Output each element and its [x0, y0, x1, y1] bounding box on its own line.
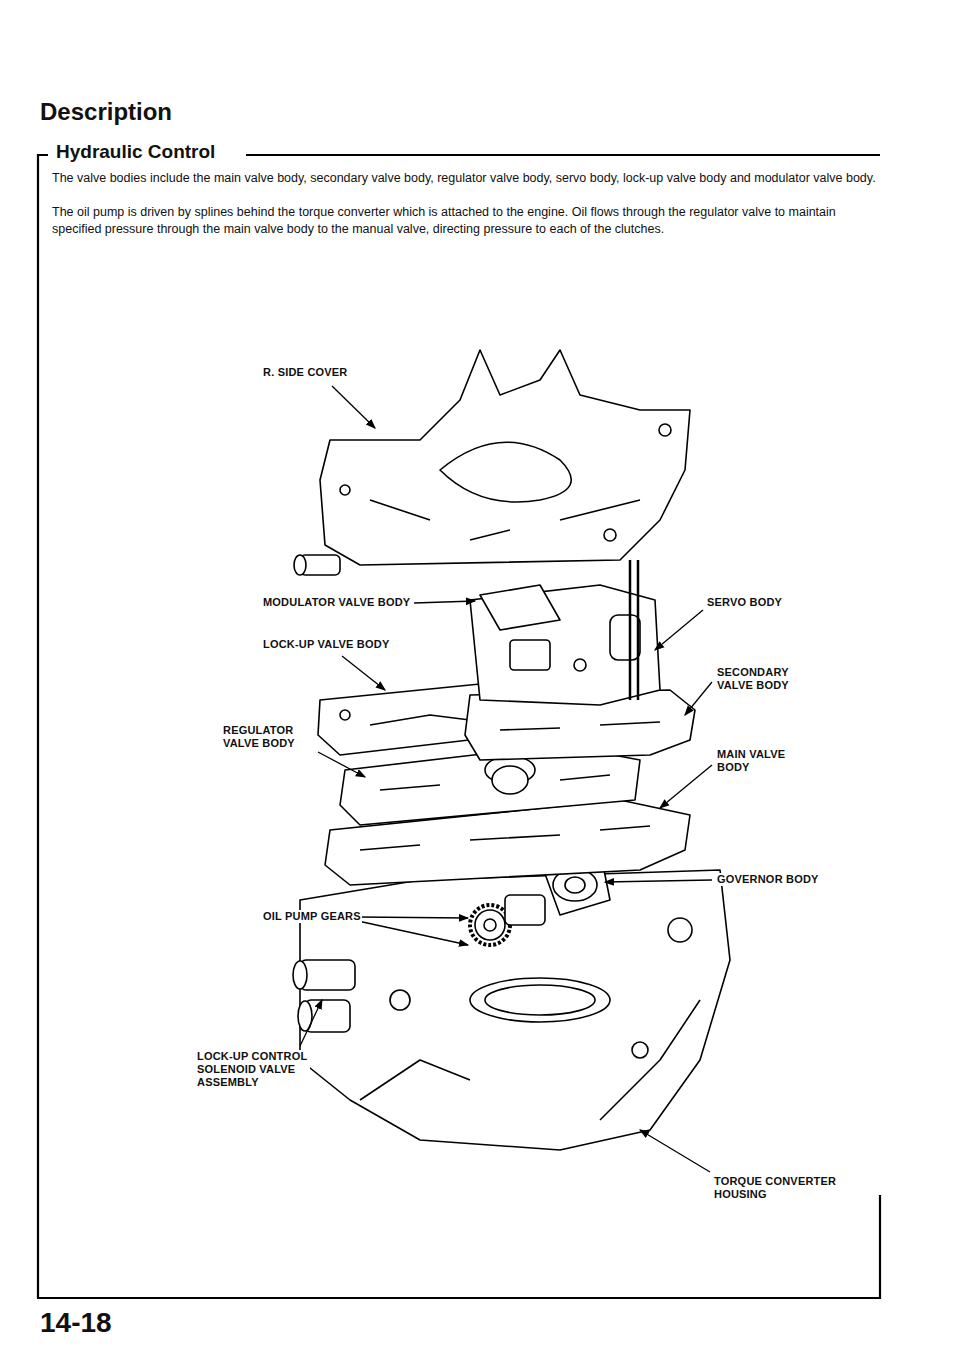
leader-lines — [300, 386, 712, 1172]
housing-bore — [470, 978, 610, 1022]
part-label: REGULATOR VALVE BODY — [222, 724, 314, 750]
section-heading: Hydraulic Control — [52, 141, 219, 164]
page-number: 14-18 — [40, 1306, 112, 1340]
part-label: SERVO BODY — [706, 596, 783, 609]
part-label: LOCK-UP CONTROL SOLENOID VALVE ASSEMBLY — [196, 1050, 310, 1090]
oil-pump-gear — [470, 895, 545, 945]
body-text: The valve bodies include the main valve … — [52, 170, 882, 187]
housing — [300, 870, 730, 1150]
part-label: R. SIDE COVER — [262, 366, 349, 379]
part-label: MODULATOR VALVE BODY — [262, 596, 411, 609]
body-text: The oil pump is driven by splines behind… — [52, 204, 882, 238]
servo-body — [470, 585, 660, 705]
page-title: Description — [40, 98, 172, 127]
part-label: SECONDARY VALVE BODY — [716, 666, 808, 692]
part-label: TORQUE CONVERTER HOUSING — [713, 1175, 845, 1201]
modulator-block — [480, 585, 560, 630]
side-cover — [320, 350, 690, 565]
frame — [38, 155, 880, 1298]
part-label: MAIN VALVE BODY — [716, 748, 793, 774]
part-label: OIL PUMP GEARS — [262, 910, 362, 923]
part-label: LOCK-UP VALVE BODY — [262, 638, 390, 651]
part-label: GOVERNOR BODY — [716, 873, 820, 886]
solenoid — [293, 960, 355, 1032]
